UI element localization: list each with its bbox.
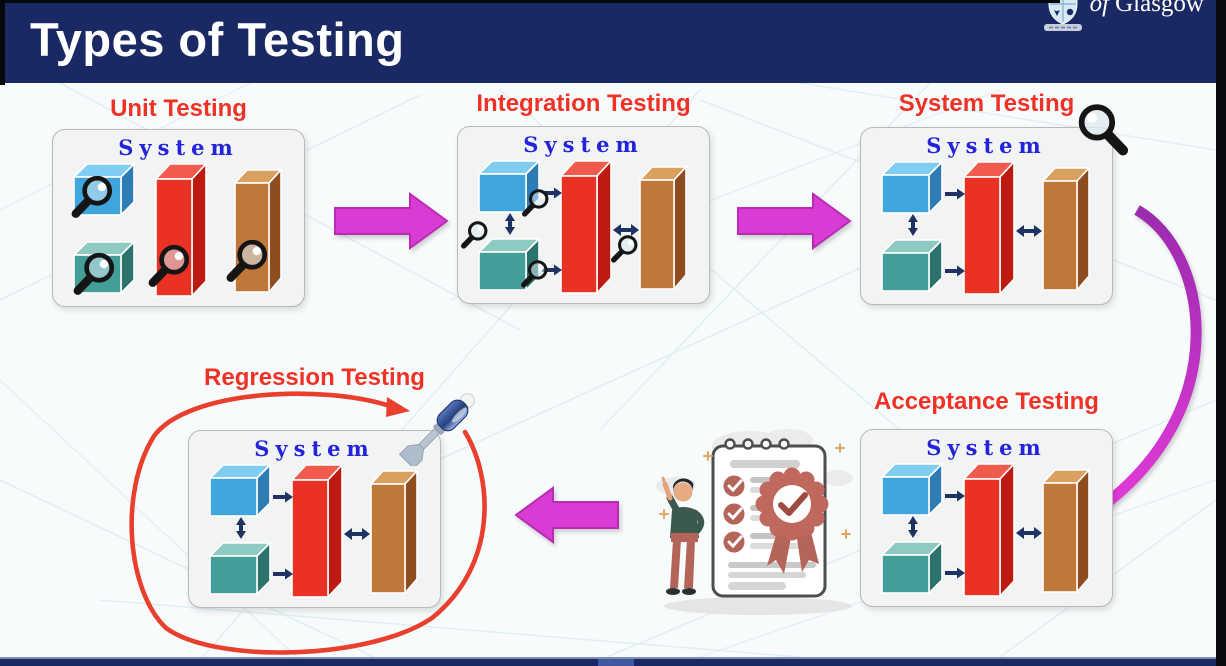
system-box: System [188, 430, 441, 608]
component-cube-teal [881, 541, 943, 594]
diagram-label: Unit Testing [110, 95, 247, 122]
regression-loop-annotation [129, 391, 487, 655]
component-bar-orange [234, 169, 282, 293]
sparkles [659, 443, 851, 539]
university-crest-icon [1043, 0, 1082, 31]
component-bar-orange [1042, 167, 1090, 291]
component-cube-blue [881, 463, 943, 516]
system-box-title: System [118, 135, 239, 160]
screwdriver-icon [398, 393, 475, 466]
system-box-title: System [926, 435, 1047, 460]
diagram-regression-testing: Regression Testing System [188, 364, 441, 608]
bottom-bar [0, 657, 1216, 666]
right-edge-strip [1216, 0, 1226, 666]
system-box: System [52, 129, 305, 307]
component-bar-red [963, 463, 1015, 597]
diagram-unit-testing: Unit Testing System [52, 95, 305, 307]
system-box-title: System [254, 436, 375, 461]
diagram-label: Acceptance Testing [874, 388, 1099, 415]
system-components-art [53, 163, 282, 297]
person [661, 476, 705, 595]
slide-title: Types of Testing [30, 13, 405, 66]
left-edge-strip [0, 0, 5, 85]
flow-arrow-unit-to-integration [334, 192, 449, 250]
component-cube-blue [881, 161, 943, 214]
whole-system-magnifier-icon [1074, 102, 1130, 158]
diagram-label: Integration Testing [476, 90, 691, 117]
component-cube-teal [881, 239, 943, 292]
system-box: System [860, 127, 1113, 305]
diagram-acceptance-testing: Acceptance Testing System [860, 388, 1113, 607]
diagram-label: System Testing [898, 90, 1075, 117]
award-rosette [755, 467, 829, 574]
bottom-bar-segment [598, 659, 634, 666]
component-bar-orange [639, 166, 687, 290]
magnifier-icon [464, 223, 486, 246]
component-bar-orange [1042, 469, 1090, 593]
system-components-art [458, 160, 687, 294]
diagram-label: Regression Testing [204, 364, 425, 391]
acceptance-certificate-illustration [656, 429, 853, 615]
component-cube-blue [478, 160, 540, 213]
diagram-integration-testing: Integration Testing System [457, 90, 710, 304]
system-box-title: System [523, 132, 644, 157]
system-components-art [881, 463, 1090, 597]
top-edge-strip [0, 0, 1060, 3]
diagram-system-testing: System Testing System [860, 90, 1113, 305]
system-box: System [457, 126, 710, 304]
flow-arrow-integration-to-system [737, 192, 852, 250]
magnifier-icon [614, 237, 636, 260]
component-bar-red [560, 160, 612, 294]
system-components-art [881, 161, 1090, 295]
component-bar-red [963, 161, 1015, 295]
system-box: System [860, 429, 1113, 607]
flow-arrow-acceptance-to-regression [514, 486, 619, 544]
system-box-title: System [926, 133, 1047, 158]
